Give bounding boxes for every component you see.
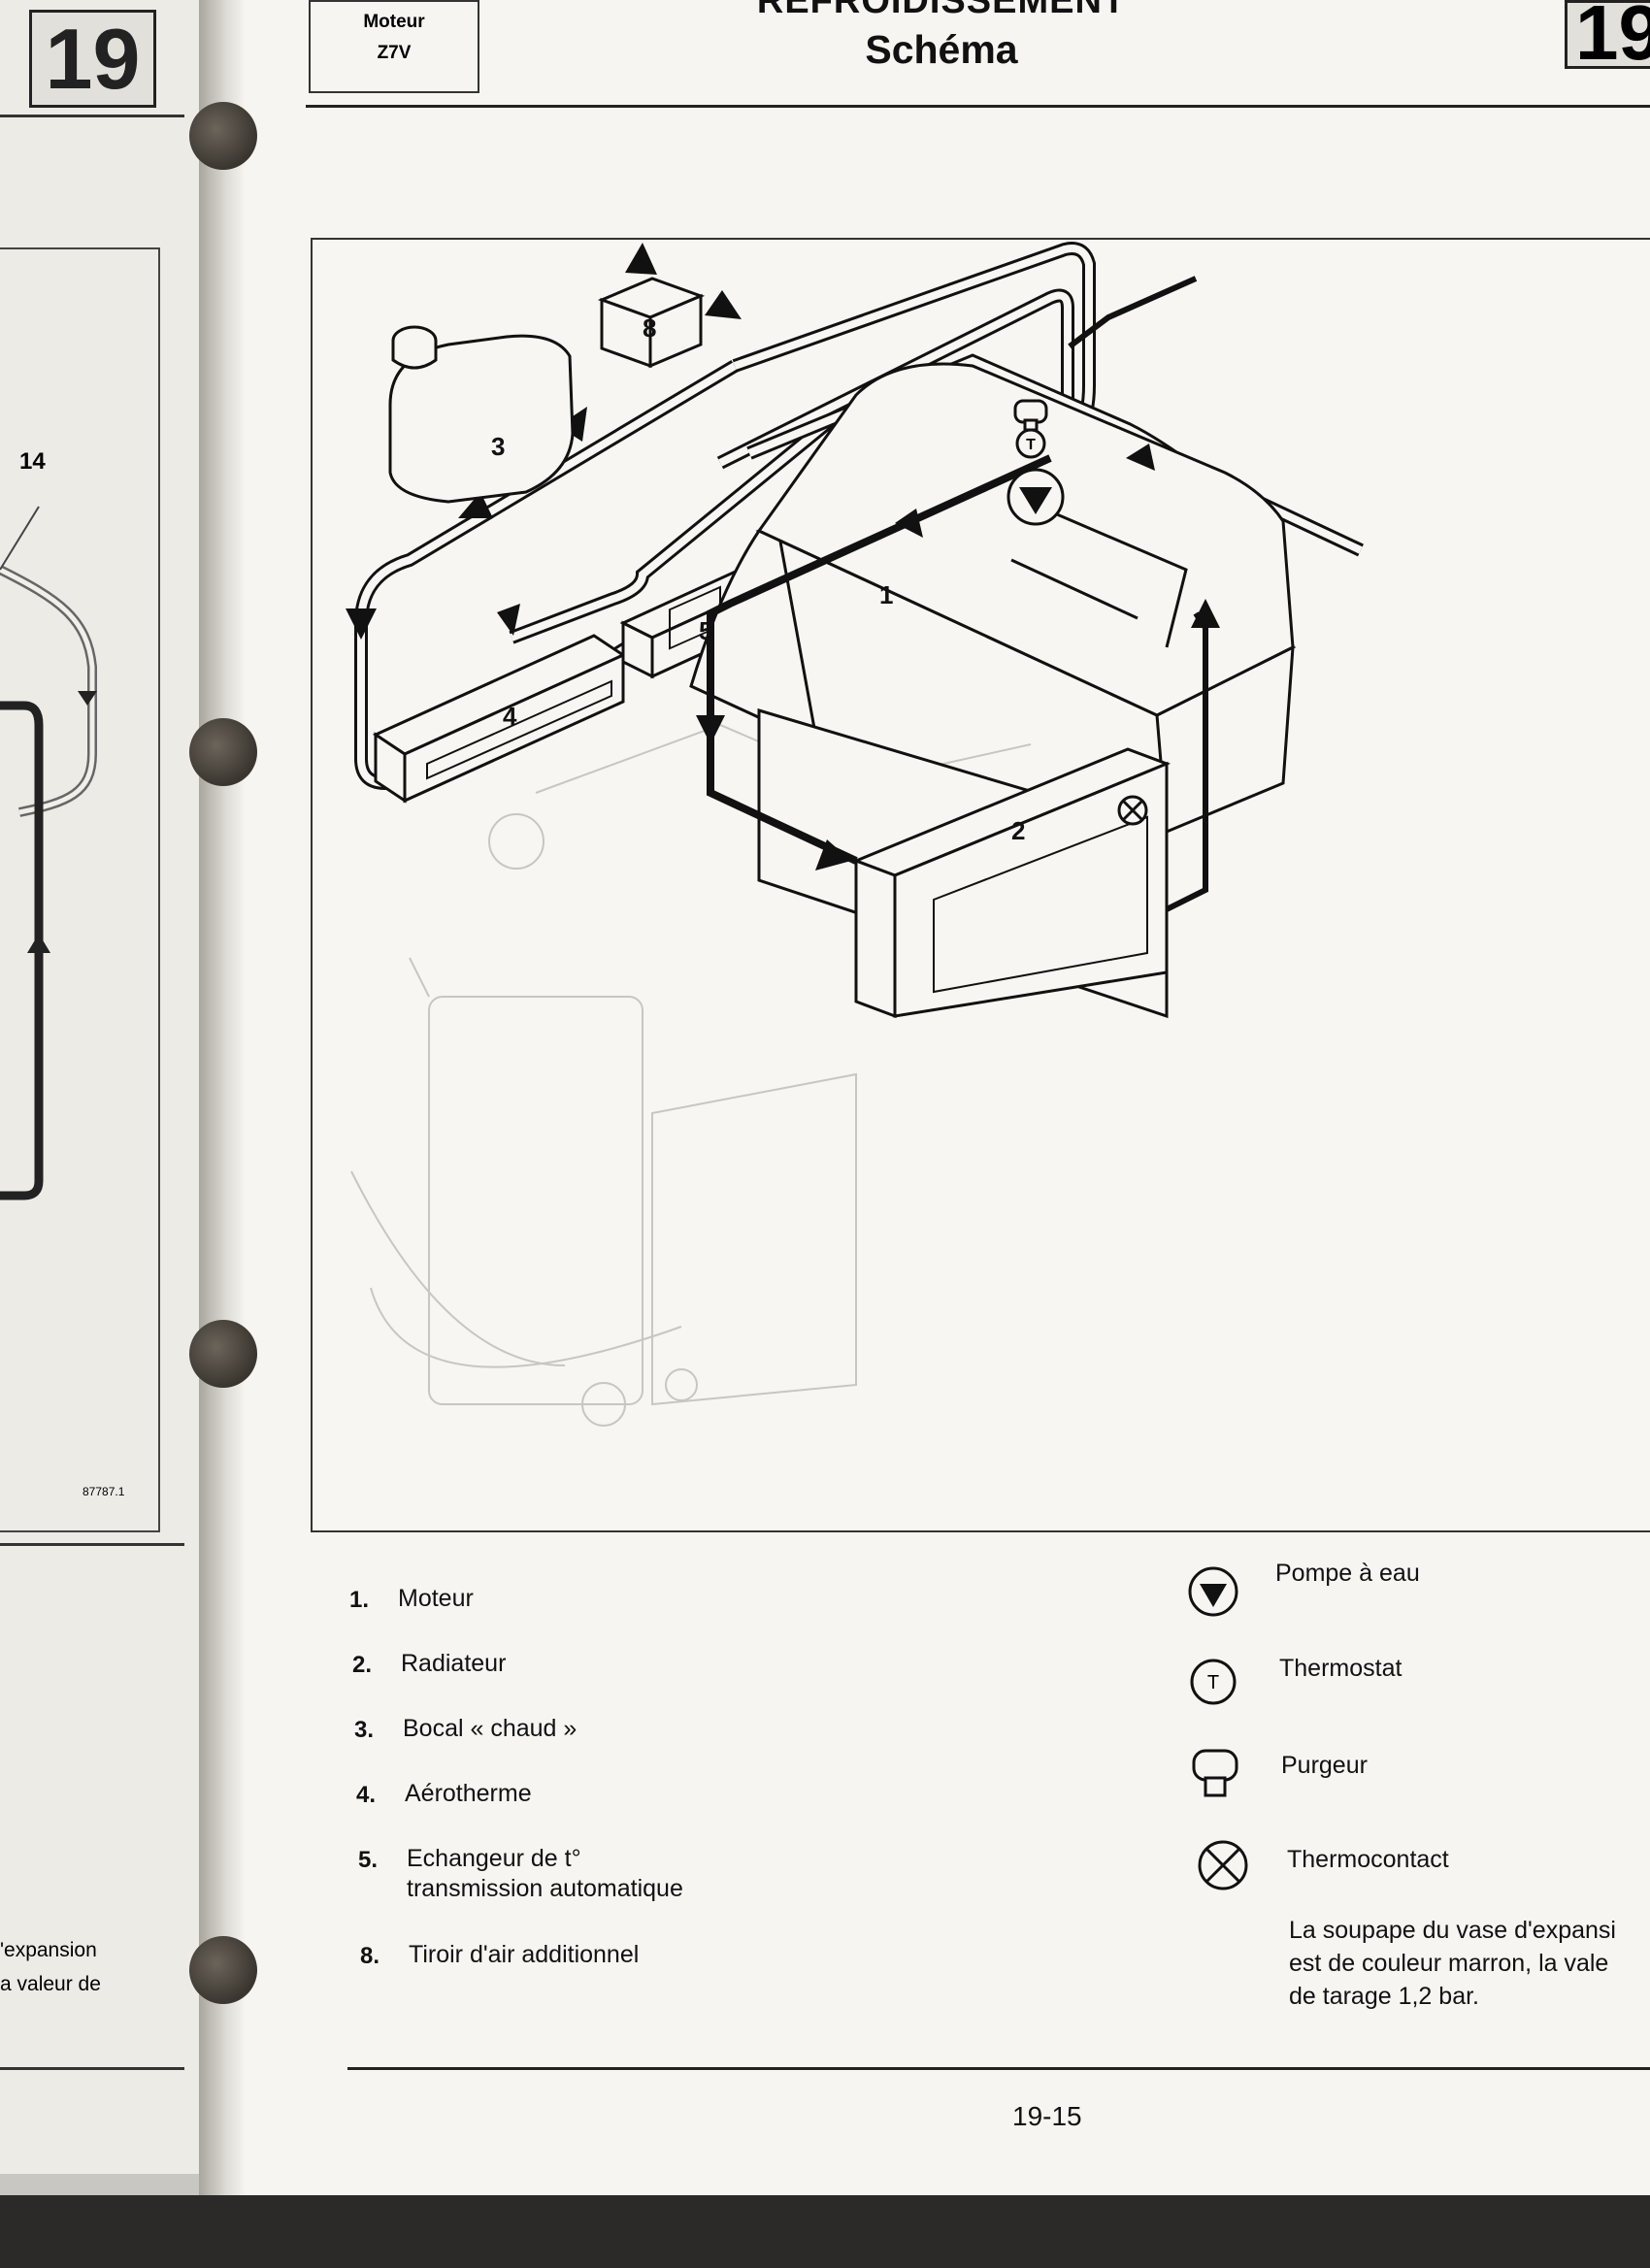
flow-arrow — [346, 608, 377, 640]
expansion-bottle — [388, 325, 575, 504]
radiator — [851, 747, 1172, 1019]
engine-box: Moteur Z7V — [309, 0, 479, 93]
engine-code: Z7V — [377, 43, 412, 63]
left-text-line: 'expansion — [0, 1939, 97, 1961]
symbol-label: Thermocontact — [1287, 1846, 1449, 1873]
left-section-tab: 19 — [29, 10, 156, 108]
flow-arrow — [696, 715, 725, 744]
note-line: de tarage 1,2 bar. — [1289, 1983, 1479, 2010]
binder-hole — [189, 718, 257, 786]
flow-arrow — [458, 492, 493, 518]
thermostat-letter: T — [1026, 437, 1036, 453]
legend-number: 8. — [360, 1943, 380, 1969]
valve-note: La soupape du vase d'expansi est de coul… — [1289, 1914, 1650, 2013]
thermostat-icon: T — [1015, 428, 1046, 459]
label-echangeur: 5 — [699, 616, 712, 645]
left-footer-rule — [0, 2067, 184, 2070]
header-rule — [306, 105, 1650, 108]
flow-arrow — [815, 839, 851, 871]
left-figure-ref: 87787.1 — [82, 1485, 125, 1498]
label-radiateur: 2 — [1011, 816, 1025, 845]
right-section-tab: 19 — [1565, 0, 1650, 69]
flow-arrow — [705, 290, 742, 319]
flow-arrows-thick — [696, 444, 1220, 871]
left-legend-rule — [0, 1543, 184, 1546]
water-pump-icon — [1188, 1566, 1238, 1617]
left-callout-number: 14 — [19, 448, 46, 475]
legend-label: Aérotherme — [405, 1780, 532, 1807]
legend-label: transmission automatique — [407, 1875, 683, 1902]
thermocontact-icon — [1198, 1840, 1248, 1890]
flow-arrow — [895, 509, 923, 538]
symbol-label: Thermostat — [1279, 1655, 1402, 1682]
binder-hole — [189, 102, 257, 170]
legend-number: 2. — [352, 1652, 373, 1678]
flow-arrow — [1191, 599, 1220, 628]
legend-label: Bocal « chaud » — [403, 1715, 578, 1742]
legend-number: 5. — [358, 1847, 379, 1873]
left-text-line: a valeur de — [0, 1973, 101, 1995]
water-pump-icon — [1006, 468, 1065, 526]
legend-label: Tiroir d'air additionnel — [409, 1941, 640, 1968]
table-surface — [0, 2195, 1650, 2268]
page-title: REFROIDISSEMENT — [756, 0, 1127, 21]
legend-number: 4. — [356, 1782, 377, 1808]
flow-arrow — [497, 604, 520, 636]
thermostat-letter: T — [1207, 1672, 1219, 1693]
binder-hole — [189, 1320, 257, 1388]
legend-label: Echangeur de t° — [407, 1845, 581, 1872]
thermocontact-icon — [1117, 795, 1148, 826]
heater-core — [372, 634, 627, 804]
flow-arrow — [625, 243, 657, 275]
bleeder-icon — [1192, 1749, 1238, 1797]
legend-number: 3. — [354, 1717, 375, 1743]
binding-shadow — [199, 0, 246, 2195]
left-header-rule — [0, 115, 184, 117]
binder-hole — [189, 1936, 257, 2004]
label-tiroir: 8 — [643, 313, 656, 343]
note-line: La soupape du vase d'expansi — [1289, 1917, 1616, 1944]
symbol-label: Purgeur — [1281, 1752, 1368, 1779]
cooling-circuit-svg: T 3 8 5 4 1 2 — [346, 242, 1364, 1427]
symbol-label: Pompe à eau — [1275, 1560, 1420, 1587]
cooling-diagram: T 3 8 5 4 1 2 — [311, 238, 1650, 1532]
auxiliary-air-valve — [597, 277, 706, 369]
footer-rule — [347, 2067, 1650, 2070]
left-figure-frame — [0, 247, 160, 1532]
legend-label: Moteur — [398, 1585, 474, 1612]
legend-label: Radiateur — [401, 1650, 507, 1677]
page-subtitle: Schéma — [865, 27, 1018, 72]
left-figure-drawing — [0, 506, 97, 1200]
flow-arrow — [1126, 444, 1155, 471]
page-number: 19-15 — [1012, 2101, 1082, 2131]
label-bocal: 3 — [491, 432, 505, 461]
legend-number: 1. — [349, 1587, 370, 1613]
note-line: est de couleur marron, la vale — [1289, 1950, 1609, 1977]
label-aerotherme: 4 — [503, 702, 517, 731]
engine-label: Moteur — [363, 12, 425, 32]
thermostat-icon: T — [1190, 1659, 1237, 1705]
bleeder-icon — [1013, 399, 1048, 432]
label-moteur: 1 — [879, 580, 893, 609]
